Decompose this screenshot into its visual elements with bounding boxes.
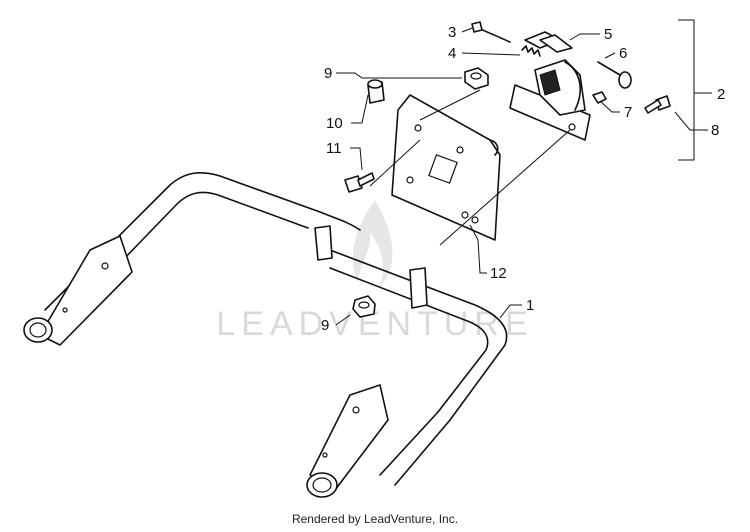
- callout-8: 8: [711, 122, 719, 139]
- mounting-plate: [391, 94, 501, 241]
- callouts: 1 2 3 4 5 6 7 8 9 9 10 11 12: [321, 24, 725, 334]
- callout-9-top: 9: [324, 65, 332, 82]
- leader-lines: [335, 19, 712, 326]
- callout-1: 1: [526, 297, 534, 314]
- latch-assembly: [471, 21, 632, 141]
- bolt-right: [644, 95, 671, 114]
- callout-9-bottom: 9: [321, 317, 329, 334]
- callout-12: 12: [490, 265, 507, 282]
- callout-11: 11: [326, 140, 342, 157]
- bolt-left: [344, 172, 375, 193]
- callout-6: 6: [619, 45, 627, 62]
- nut-top: [464, 67, 489, 90]
- bumper-tube: [23, 171, 508, 498]
- callout-4: 4: [448, 45, 456, 62]
- footer-credit: Rendered by LeadVenture, Inc.: [291, 512, 459, 526]
- callout-3: 3: [448, 24, 456, 41]
- callout-7: 7: [624, 104, 632, 121]
- watermark-flame-icon: [352, 200, 393, 290]
- nut-bottom: [352, 295, 376, 318]
- spacer: [367, 79, 385, 104]
- callout-2: 2: [717, 86, 725, 103]
- callout-5: 5: [604, 26, 612, 43]
- callout-10: 10: [326, 115, 343, 132]
